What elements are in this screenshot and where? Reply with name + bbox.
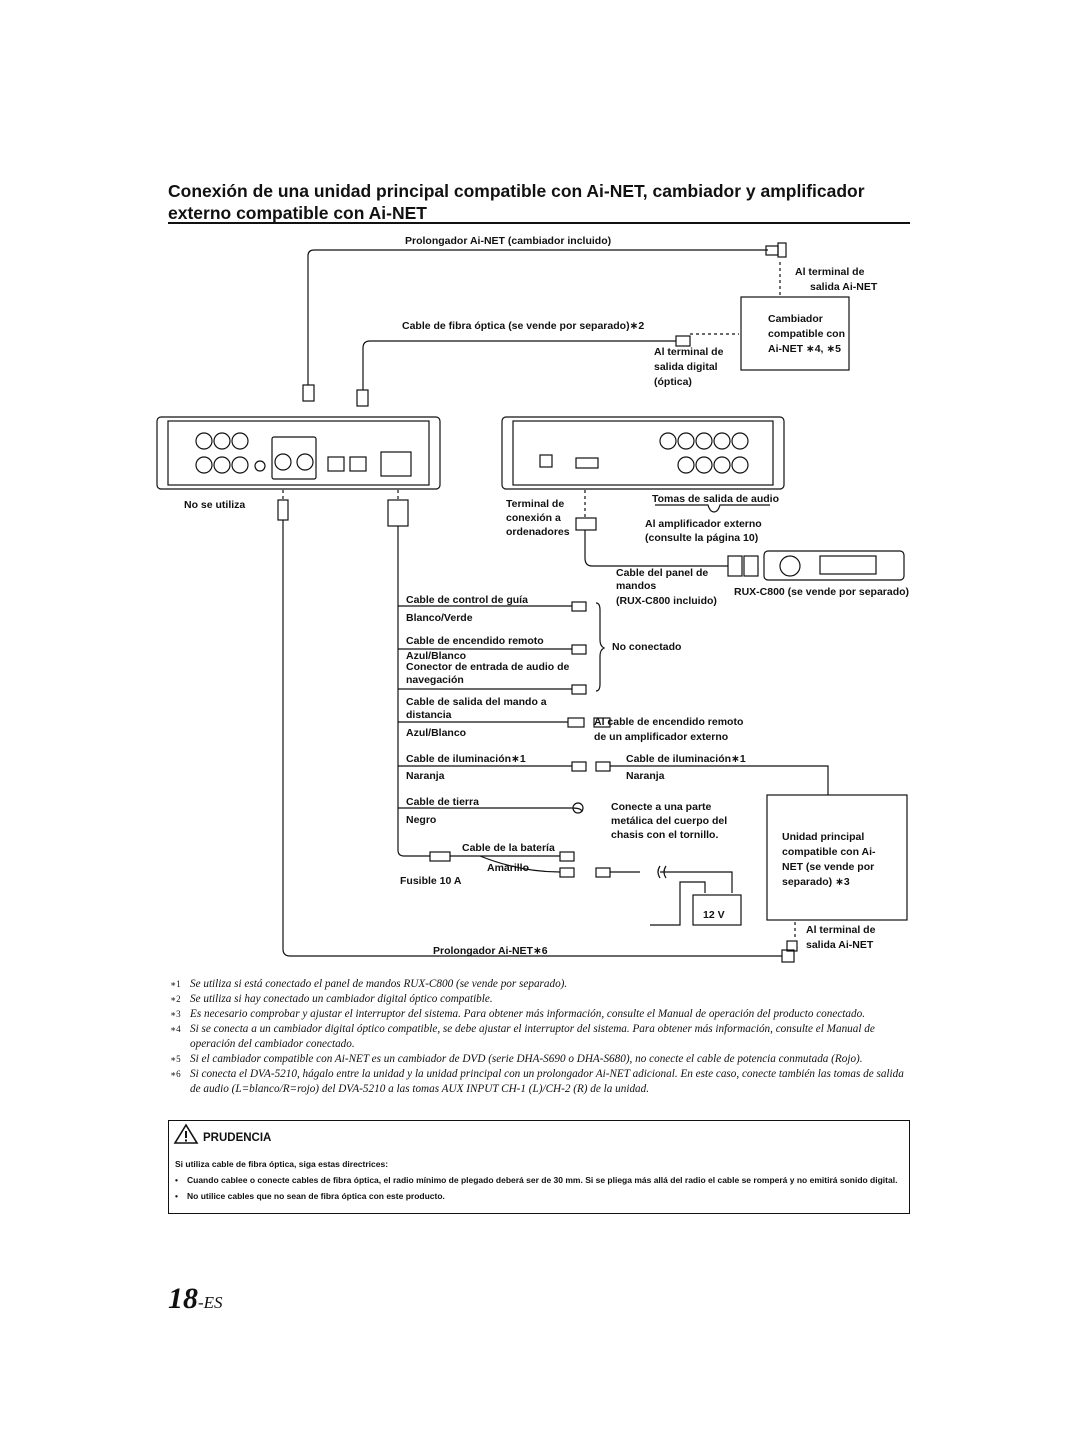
label-no-conectado: No conectado <box>612 641 681 653</box>
label-unidad-3: NET (se vende por <box>782 861 874 873</box>
label-naranja-right: Naranja <box>626 770 665 782</box>
label-cambiador-3: Ai-NET ∗4, ∗5 <box>768 343 841 355</box>
label-mando-2: distancia <box>406 709 452 721</box>
label-chasis-1: Conecte a una parte <box>611 801 712 813</box>
label-terminal-ainet-2: salida Ai-NET <box>810 281 878 293</box>
label-guia: Cable de control de guía <box>406 594 528 606</box>
label-amp-ext-1: Al amplificador externo <box>645 518 762 530</box>
label-chasis-3: chasis con el tornillo. <box>611 829 718 841</box>
label-digital-3: (óptica) <box>654 376 692 388</box>
label-naranja-left: Naranja <box>406 770 445 782</box>
label-terminal-pc-1: Terminal de <box>506 498 564 510</box>
label-rux: RUX-C800 (se vende por separado) <box>734 586 909 598</box>
label-panel-3: (RUX-C800 incluido) <box>616 595 717 607</box>
warning-icon <box>173 1123 199 1144</box>
label-unidad-1: Unidad principal <box>782 831 864 843</box>
label-amp-ext-2: (consulte la página 10) <box>645 532 758 544</box>
label-ilum-right: Cable de iluminación∗1 <box>626 753 746 765</box>
label-mando-1: Cable de salida del mando a <box>406 696 547 708</box>
label-digital-2: salida digital <box>654 361 718 373</box>
page-title: Conexión de una unidad principal compati… <box>168 181 865 223</box>
label-panel-2: mandos <box>616 580 656 592</box>
label-terminal-ainet-1: Al terminal de <box>795 266 865 278</box>
caution-intro: Si utiliza cable de fibra óptica, siga e… <box>175 1159 389 1169</box>
label-no-utiliza: No se utiliza <box>184 499 245 511</box>
label-cambiador-1: Cambiador <box>768 313 823 325</box>
page-number: 18-ES <box>168 1282 223 1315</box>
label-fibra: Cable de fibra óptica (se vende por sepa… <box>402 320 644 332</box>
label-volt: 12 V <box>703 909 725 921</box>
wiring-diagram: Prolongador Ai-NET (cambiador incluido) … <box>156 235 909 963</box>
label-blanco-verde: Blanco/Verde <box>406 612 473 624</box>
label-prolongador-top: Prolongador Ai-NET (cambiador incluido) <box>405 235 611 247</box>
label-chasis-2: metálica del cuerpo del <box>611 815 727 827</box>
label-fusible: Fusible 10 A <box>400 875 462 887</box>
caution-list: Cuando cablee o conecte cables de fibra … <box>175 1174 900 1206</box>
label-enc-amp-2: de un amplificador externo <box>594 731 728 743</box>
label-azul-blanco-1: Azul/Blanco <box>406 650 466 662</box>
title-divider <box>168 222 910 224</box>
label-tierra: Cable de tierra <box>406 796 479 808</box>
caution-heading: PRUDENCIA <box>173 1123 271 1145</box>
label-cambiador-2: compatible con <box>768 328 845 340</box>
label-negro: Negro <box>406 814 436 826</box>
label-prolongador-bottom: Prolongador Ai-NET∗6 <box>433 945 548 957</box>
label-enc-amp-1: Al cable de encendido remoto <box>594 716 743 728</box>
caution-item: Cuando cablee o conecte cables de fibra … <box>175 1174 900 1186</box>
label-nav-1: Conector de entrada de audio de <box>406 661 570 673</box>
label-encendido: Cable de encendido remoto <box>406 635 544 647</box>
label-nav-2: navegación <box>406 674 464 686</box>
caution-item: No utilice cables que no sean de fibra ó… <box>175 1190 900 1202</box>
label-tomas-audio: Tomas de salida de audio <box>652 493 779 505</box>
caution-box: PRUDENCIA Si utiliza cable de fibra ópti… <box>168 1120 910 1214</box>
caution-title: PRUDENCIA <box>203 1132 272 1144</box>
label-terminal-pc-3: ordenadores <box>506 526 570 538</box>
label-unidad-4: separado) ∗3 <box>782 876 850 888</box>
label-unidad-2: compatible con Ai- <box>782 846 876 858</box>
label-bateria: Cable de la batería <box>462 842 555 854</box>
label-amarillo: Amarillo <box>487 862 529 874</box>
label-terminal-pc-2: conexión a <box>506 512 561 524</box>
label-term-unidad-1: Al terminal de <box>806 924 876 936</box>
label-ilum-left: Cable de iluminación∗1 <box>406 753 526 765</box>
label-term-unidad-2: salida Ai-NET <box>806 939 874 951</box>
label-azul-blanco-2: Azul/Blanco <box>406 727 466 739</box>
label-digital-1: Al terminal de <box>654 346 724 358</box>
label-panel-1: Cable del panel de <box>616 567 708 579</box>
